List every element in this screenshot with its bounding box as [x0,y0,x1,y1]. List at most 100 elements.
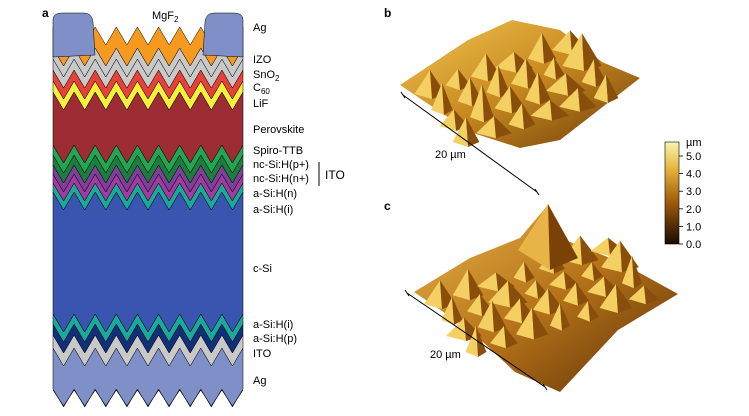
pyramid-face [554,57,565,80]
label-spiro: Spiro-TTB [253,145,303,157]
pyramid-face [445,68,460,91]
pyramid-face [587,276,606,297]
pyramid-face [431,82,444,115]
colorbar-ticks: 5.04.03.02.01.00.0 [679,151,701,251]
pyramid-face [590,237,610,257]
label-asi-p: a-Si:H(p) [253,333,297,345]
pyramid-face [548,204,578,270]
pyramid-face [524,280,538,299]
panel-label-a: a [42,6,49,20]
pyramid-face [467,293,482,317]
pyramid-face [465,326,478,357]
afm-surface-c [414,204,678,392]
pyramid-face [532,307,549,340]
pyramids-b [414,30,619,147]
colorbar-tick-label: 0.0 [686,239,701,251]
pyramid-face [522,103,536,130]
label-lif: LiF [253,98,269,110]
pyramid-face [503,298,522,324]
pyramid-face [488,280,510,308]
pyramid-face [578,88,597,112]
pyramid-face [577,301,590,322]
pyramid-face [457,77,472,107]
label-asi-i-top: a-Si:H(i) [253,204,293,216]
pyramid-face [442,82,453,115]
pyramid-face [566,73,586,96]
pyramid-face [532,288,550,315]
label-ag-bottom: Ag [253,375,266,387]
scale-bar-b: 20 µm [400,91,540,196]
pyramid-face [508,103,524,130]
label-ag-top: Ag [253,22,266,34]
pyramid-face [498,64,510,98]
pyramid-face [515,307,534,340]
pyramid-face [542,33,557,64]
colorbar-tick-label: 2.0 [686,204,701,216]
pyramid-face [482,84,494,123]
colorbar-tick-label: 4.0 [686,169,701,181]
pyramid-face [504,325,518,349]
label-izo: IZO [253,54,272,66]
pyramid-face [466,117,480,147]
pyramid-face [621,255,634,289]
pyramid-face [644,285,660,305]
pyramid-face [513,261,526,283]
panel-label-b: b [384,6,391,20]
scale-label-b: 20 µm [435,149,466,161]
pyramid-face [470,84,484,123]
pyramid-face [559,88,580,112]
label-ncsi-p: nc-Si:H(p+) [253,159,309,171]
pyramid-face [477,272,498,292]
pyramid-face [593,74,608,103]
label-ito-bot: ITO [253,348,272,360]
pyramid-face [511,58,528,89]
pyramid-face [492,300,507,333]
pyramid-face [552,30,572,55]
ag-bottom-edge [52,389,244,407]
pyramid-face [546,73,568,96]
pyramid-face [581,262,594,281]
label-asi-n: a-Si:H(n) [253,188,297,200]
pyramid-face [582,33,602,71]
pyramid-face [543,57,556,80]
pyramid-face [549,303,562,331]
label-csi: c-Si [253,263,272,275]
layer-labels: MgF2AgIZOSnO2C60LiFPerovskiteSpiro-TTBnc… [152,10,345,387]
colorbar: µm 5.04.03.02.01.00.0 [664,137,702,251]
pyramid-face [616,284,633,313]
pyramid-face [441,296,454,325]
colorbar-tick-label: 1.0 [686,221,701,233]
pyramid-face [581,59,596,87]
pyramid-face [588,301,599,322]
pyramid-face [518,204,550,270]
pyramid-face [525,72,540,105]
pyramid-face [494,116,512,139]
pyramid-face [592,262,603,281]
pyramid-face [576,282,589,306]
pyramid-face [524,261,535,283]
label-mgf2: MgF2 [152,10,179,24]
pyramid-face [495,52,516,73]
colorbar-unit: µm [686,137,702,149]
colorbar-tick-label: 5.0 [686,151,701,163]
pyramid-face [601,240,622,273]
label-c60: C60 [253,82,270,96]
pyramid-face [560,303,571,331]
pyramid-face [414,70,432,99]
label-sno2: SnO2 [253,69,280,83]
scale-label-c: 20 µm [430,349,461,361]
pyramid-face [476,326,487,357]
pyramid-face [549,271,566,290]
panel-label-c: c [384,199,391,213]
scale-bar-c: 20 µm [404,289,548,391]
pyramid-face [439,109,456,131]
pyramid-face [446,317,466,341]
pyramid-face [530,100,552,121]
pyramid-face [599,284,618,313]
pyramid-face [632,255,643,289]
layer-csi [52,191,244,333]
label-ncsi-n: nc-Si:H(n+) [253,173,309,185]
ag-contact-right [202,12,244,58]
pyramid-face [476,116,496,139]
